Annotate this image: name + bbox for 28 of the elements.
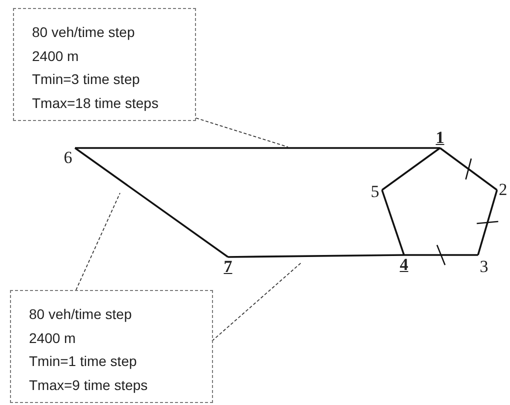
note-text: Tmax=18 time steps [32,94,160,113]
node-number: 7 [222,257,234,277]
road-link [477,190,498,256]
note-text: 80 veh/time step [32,23,136,42]
leader-line [196,118,288,148]
road-link [381,190,405,256]
note-box [10,290,213,403]
note-text: 2400 m [32,46,80,66]
node-number: 5 [370,182,380,202]
note-text: Tmin=1 time step [29,352,138,371]
road-link [75,147,440,149]
leader-line [212,262,302,342]
road-link [404,254,478,256]
road-link [381,147,441,191]
node-number: 6 [62,148,74,168]
road-link [439,147,498,191]
leader-line [76,192,120,290]
node-number: 2 [498,180,508,200]
note-text: 2400 m [29,328,77,348]
note-text: Tmin=3 time step [32,70,141,89]
road-link [228,254,404,258]
node-number: 4 [398,255,410,275]
note-text: Tmax=9 time steps [29,376,149,395]
road-link [74,147,229,258]
node-number: 1 [434,128,446,148]
node-number: 3 [478,257,490,277]
note-text: 80 veh/time step [29,305,133,324]
note-box [13,8,196,121]
